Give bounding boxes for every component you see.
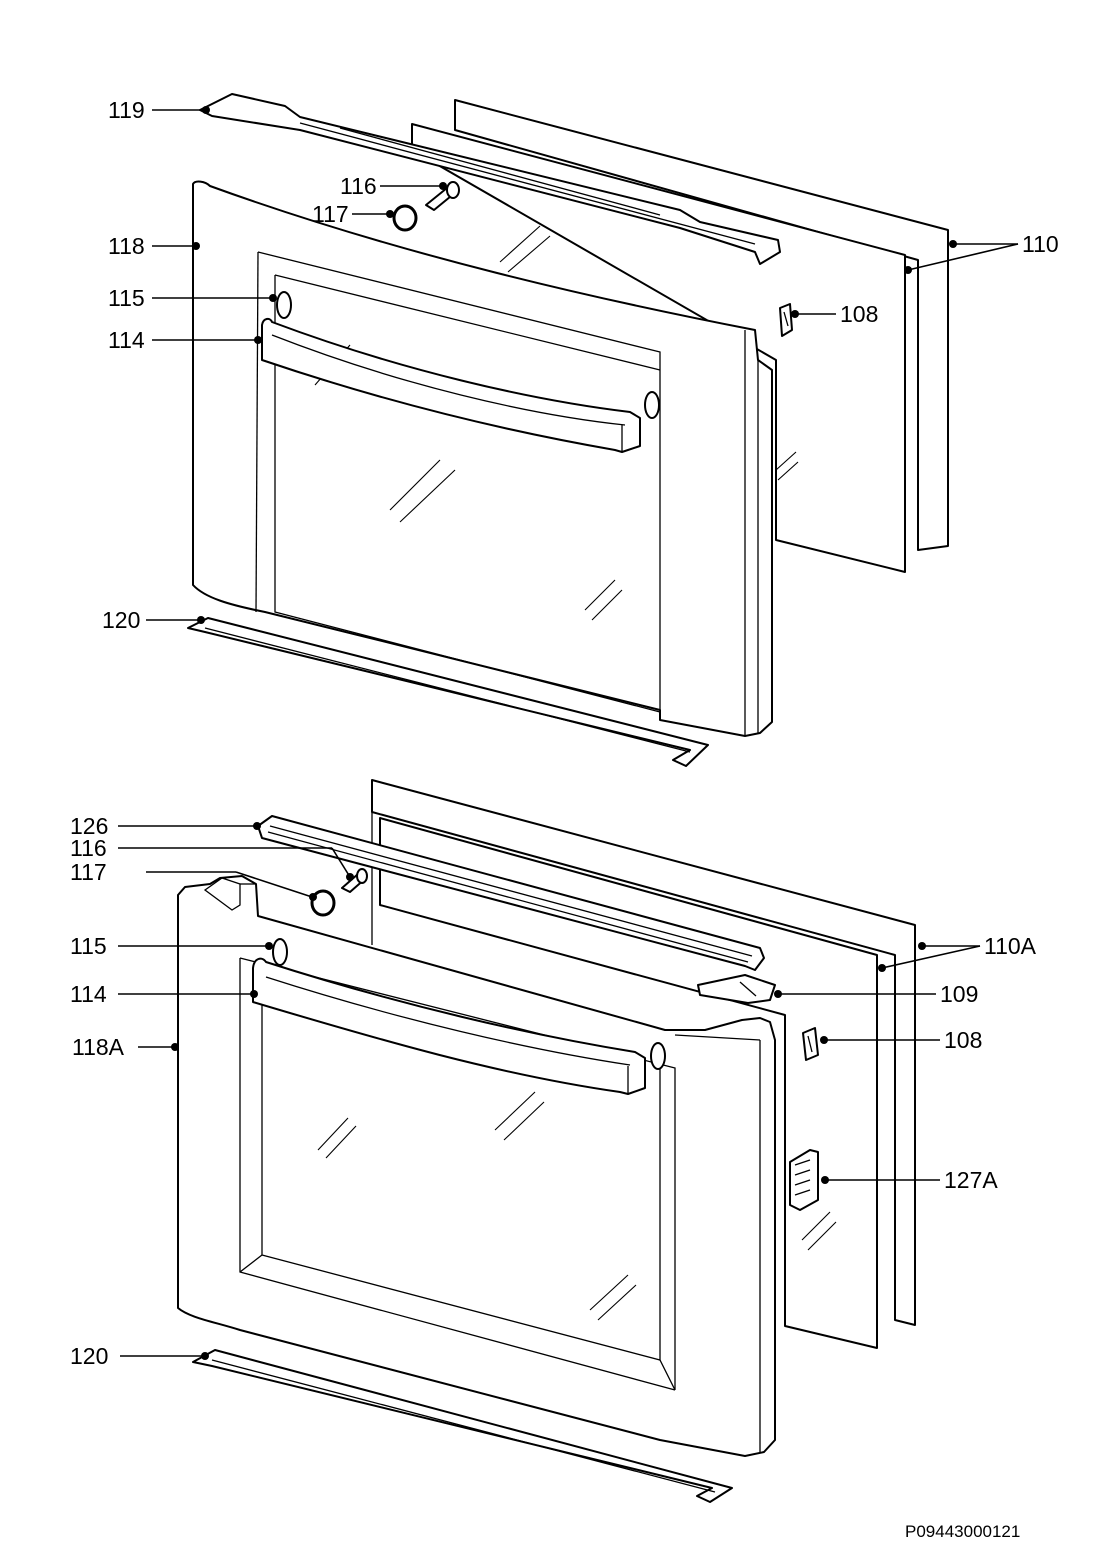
lower-screw-cap: [310, 889, 336, 917]
label-117: 117: [70, 859, 107, 885]
lower-spacer: [789, 1149, 819, 1211]
lower-leader-lines: [118, 822, 981, 1360]
lower-hinge-block: [697, 974, 776, 1004]
upper-screw: [425, 181, 460, 211]
label-115: 115: [108, 285, 145, 311]
upper-glass-reflection-marks: [775, 451, 799, 481]
label-114: 114: [70, 981, 107, 1007]
lower-handle: [252, 957, 646, 1095]
upper-handle: [261, 317, 641, 453]
label-109: 109: [940, 981, 978, 1007]
label-110A: 110A: [984, 933, 1037, 959]
label-120: 120: [70, 1343, 108, 1369]
lower-top-profile: [257, 815, 765, 971]
lower-door-glass-marks: [317, 1091, 637, 1321]
label-120: 120: [102, 607, 140, 633]
label-115: 115: [70, 933, 107, 959]
upper-handle-mounts: [276, 291, 660, 419]
label-116: 116: [340, 173, 377, 199]
upper-screw-cap: [392, 204, 418, 232]
upper-outer-panel: [192, 180, 773, 737]
label-118: 118: [108, 233, 145, 259]
upper-clip: [779, 303, 793, 337]
lower-bottom-profile: [192, 1349, 733, 1503]
upper-rear-glass-outer: [454, 99, 949, 551]
lower-clip: [802, 1027, 819, 1061]
upper-leader-lines: [146, 106, 1019, 624]
label-119: 119: [108, 97, 145, 123]
upper-door-assembly: 119 116 117 118 115 114 120 108 110: [102, 93, 1059, 767]
label-108: 108: [944, 1027, 982, 1053]
label-110: 110: [1022, 231, 1059, 257]
label-127A: 127A: [944, 1167, 998, 1193]
upper-bottom-profile: [187, 617, 709, 767]
lower-handle-mounts: [272, 938, 666, 1070]
lower-glass-reflection-marks: [801, 1211, 837, 1251]
label-108: 108: [840, 301, 878, 327]
label-126: 126: [70, 813, 108, 839]
label-116: 116: [70, 835, 107, 861]
label-114: 114: [108, 327, 145, 353]
drawing-code: P09443000121: [905, 1522, 1020, 1541]
upper-top-profile: [199, 93, 781, 265]
label-117: 117: [312, 201, 349, 227]
label-118A: 118A: [72, 1034, 125, 1060]
lower-screw: [341, 868, 368, 893]
lower-door-assembly: 126 116 117 115 114 118A 120 109 108 127…: [70, 779, 1037, 1503]
